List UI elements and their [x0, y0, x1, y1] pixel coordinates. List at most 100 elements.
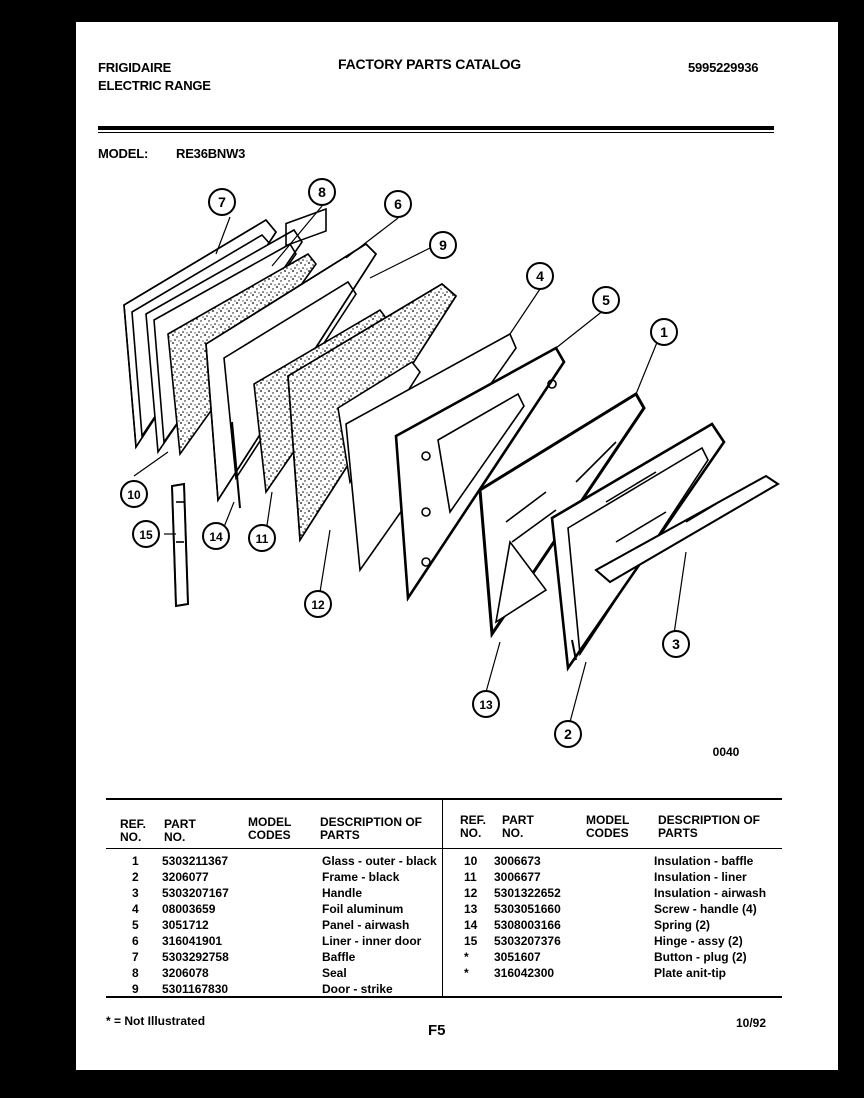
- callout-15: 15: [132, 520, 160, 548]
- parts-left-row-desc: Baffle: [322, 950, 356, 964]
- callout-10: 10: [120, 480, 148, 508]
- callout-1: 1: [650, 318, 678, 346]
- parts-right-row-ref: *: [464, 966, 469, 980]
- svg-text:1: 1: [660, 324, 668, 340]
- parts-right-row-ref: 13: [464, 902, 478, 916]
- parts-left-row-desc: Panel - airwash: [322, 918, 410, 932]
- parts-right-row-part: 5308003166: [494, 918, 561, 932]
- catalog-page: FRIGIDAIRE ELECTRIC RANGE FACTORY PARTS …: [76, 22, 838, 1070]
- parts-right-row-part: 316042300: [494, 966, 555, 980]
- parts-left-row-ref: 9: [132, 982, 139, 996]
- header-rule-thin: [98, 132, 774, 133]
- page-code: F5: [428, 1022, 446, 1039]
- svg-text:15: 15: [139, 528, 153, 542]
- table-header-rule: [106, 848, 782, 849]
- catalog-number: 5995229936: [688, 60, 759, 75]
- svg-text:10: 10: [127, 488, 141, 502]
- parts-right-row-part: 5301322652: [494, 886, 561, 900]
- svg-text:2: 2: [564, 726, 572, 742]
- figure-code: 0040: [713, 745, 740, 759]
- parts-right-row-part: 3006673: [494, 854, 541, 868]
- svg-text:8: 8: [318, 184, 326, 200]
- callout-3: 3: [662, 630, 690, 658]
- col-ref-left: REF. NO.: [120, 817, 147, 844]
- parts-right-row-desc: Plate anit-tip: [654, 966, 727, 980]
- parts-right-row-part: 3006677: [494, 870, 541, 884]
- parts-left-row-ref: 1: [132, 854, 139, 868]
- callout-8: 8: [308, 178, 336, 206]
- brand-line-1: FRIGIDAIRE: [98, 60, 172, 75]
- parts-left-row-desc: Door - strike: [322, 982, 393, 996]
- svg-text:14: 14: [209, 530, 223, 544]
- parts-right-row-desc: Hinge - assy (2): [654, 934, 743, 948]
- callout-7: 7: [208, 188, 236, 216]
- parts-left-row-ref: 7: [132, 950, 139, 964]
- col-model-right: MODEL CODES: [586, 813, 630, 840]
- parts-right-row-ref: 12: [464, 886, 478, 900]
- part-spring: [231, 421, 241, 509]
- svg-text:9: 9: [439, 237, 447, 253]
- parts-right-row-desc: Spring (2): [654, 918, 710, 932]
- svg-text:12: 12: [311, 598, 325, 612]
- not-illustrated-note: * = Not Illustrated: [106, 1014, 206, 1028]
- col-ref-right: REF. NO.: [460, 813, 487, 840]
- parts-left-row-desc: Foil aluminum: [322, 902, 404, 916]
- parts-left-row-part: 5303292758: [162, 950, 229, 964]
- revision-date: 10/92: [736, 1016, 767, 1030]
- parts-right-row-ref: 15: [464, 934, 478, 948]
- parts-left-row-part: 3206078: [162, 966, 209, 980]
- catalog-title: FACTORY PARTS CATALOG: [338, 56, 521, 72]
- callout-11: 11: [248, 524, 276, 552]
- parts-right-row-desc: Button - plug (2): [654, 950, 747, 964]
- parts-left-row-ref: 8: [132, 966, 139, 980]
- svg-text:13: 13: [479, 698, 493, 712]
- parts-right-row-desc: Insulation - liner: [654, 870, 747, 884]
- brand-line-2: ELECTRIC RANGE: [98, 78, 211, 93]
- table-top-rule: [106, 798, 782, 800]
- part-screw: [571, 639, 577, 661]
- parts-right-row-part: 5303051660: [494, 902, 561, 916]
- svg-text:6: 6: [394, 196, 402, 212]
- parts-left-row-part: 316041901: [162, 934, 223, 948]
- exploded-door-diagram: 7 8 6 9 4 5 1 10 15 14 11 12 13 3 2 0040: [120, 178, 780, 759]
- svg-text:11: 11: [256, 532, 269, 546]
- col-desc-left: DESCRIPTION OF PARTS: [320, 815, 423, 842]
- parts-left-row-part: 5303207167: [162, 886, 229, 900]
- parts-right-row-part: 5303207376: [494, 934, 561, 948]
- parts-right-row-ref: 11: [464, 870, 477, 884]
- part-panel-airwash: [394, 346, 566, 602]
- callout-5: 5: [592, 286, 620, 314]
- svg-text:3: 3: [672, 636, 680, 652]
- parts-left-row-ref: 2: [132, 870, 139, 884]
- parts-left-row-part: 3206077: [162, 870, 209, 884]
- parts-left-row-desc: Liner - inner door: [322, 934, 422, 948]
- parts-left-row-part: 5301167830: [162, 982, 229, 996]
- parts-left-row-part: 3051712: [162, 918, 209, 932]
- table-divider: [442, 800, 443, 996]
- parts-left-row-ref: 6: [132, 934, 139, 948]
- svg-text:4: 4: [536, 268, 544, 284]
- parts-left-row-part: 5303211367: [162, 854, 229, 868]
- col-part-left: PART NO.: [164, 817, 196, 844]
- parts-left-row-desc: Handle: [322, 886, 363, 900]
- svg-text:7: 7: [218, 194, 226, 210]
- model-label: MODEL:: [98, 146, 149, 161]
- callout-13: 13: [472, 690, 500, 718]
- parts-right-row-desc: Insulation - baffle: [654, 854, 754, 868]
- col-desc-right: DESCRIPTION OF PARTS: [658, 813, 761, 840]
- parts-left-row-desc: Frame - black: [322, 870, 400, 884]
- header-rule: [98, 126, 774, 130]
- callout-14: 14: [202, 522, 230, 550]
- model-value: RE36BNW3: [176, 146, 246, 161]
- callout-leaders: [133, 205, 687, 723]
- col-part-right: PART NO.: [502, 813, 534, 840]
- parts-left-row-ref: 5: [132, 918, 139, 932]
- callout-2: 2: [554, 720, 582, 748]
- parts-left-row-desc: Glass - outer - black: [322, 854, 437, 868]
- callout-12: 12: [304, 590, 332, 618]
- svg-text:5: 5: [602, 292, 610, 308]
- callout-6: 6: [384, 190, 412, 218]
- parts-right-row-desc: Screw - handle (4): [654, 902, 757, 916]
- parts-right-row-desc: Insulation - airwash: [654, 886, 767, 900]
- part-hinge: [170, 482, 190, 608]
